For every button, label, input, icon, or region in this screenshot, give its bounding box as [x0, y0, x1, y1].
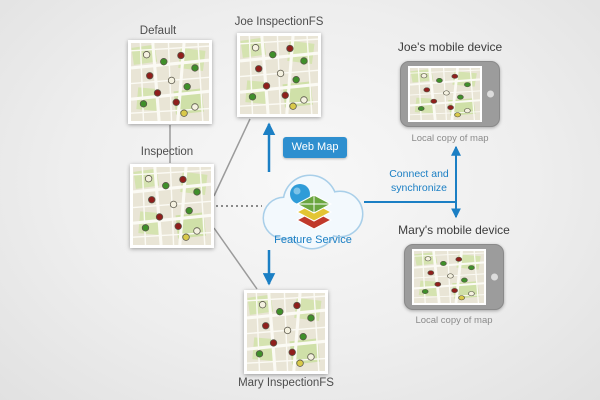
mary-device-caption: Local copy of map	[415, 315, 493, 326]
feature-service-label: Feature Service	[274, 234, 352, 246]
mary-version-label: Mary InspectionFS	[238, 377, 334, 389]
cloud-icon	[262, 174, 364, 250]
map-thumbnail-mary	[244, 290, 328, 374]
map-image	[410, 68, 480, 120]
mary-tablet-icon	[404, 244, 504, 310]
map-image	[240, 36, 318, 114]
camera-icon	[487, 90, 494, 98]
map-image	[131, 43, 209, 121]
camera-icon	[491, 273, 498, 281]
inspection-version-label: Inspection	[140, 146, 194, 158]
tablet-screen	[408, 66, 482, 122]
tablet-screen	[412, 249, 486, 305]
map-thumbnail-joe	[237, 33, 321, 117]
default-version-label: Default	[139, 25, 177, 37]
layers-icon	[290, 184, 333, 230]
joe-tablet-icon	[400, 61, 500, 127]
map-thumbnail-default	[128, 40, 212, 124]
sync-label: Connect and synchronize	[389, 168, 449, 194]
mary-device-title: Mary's mobile device	[398, 223, 510, 237]
joe-device-caption: Local copy of map	[411, 133, 489, 144]
map-image	[414, 251, 484, 303]
map-thumbnail-inspection	[130, 164, 214, 248]
joe-device-title: Joe's mobile device	[397, 40, 503, 54]
map-image	[133, 167, 211, 245]
map-image	[247, 293, 325, 371]
web-map-badge: Web Map	[283, 137, 347, 158]
joe-version-label: Joe InspectionFS	[234, 16, 324, 28]
